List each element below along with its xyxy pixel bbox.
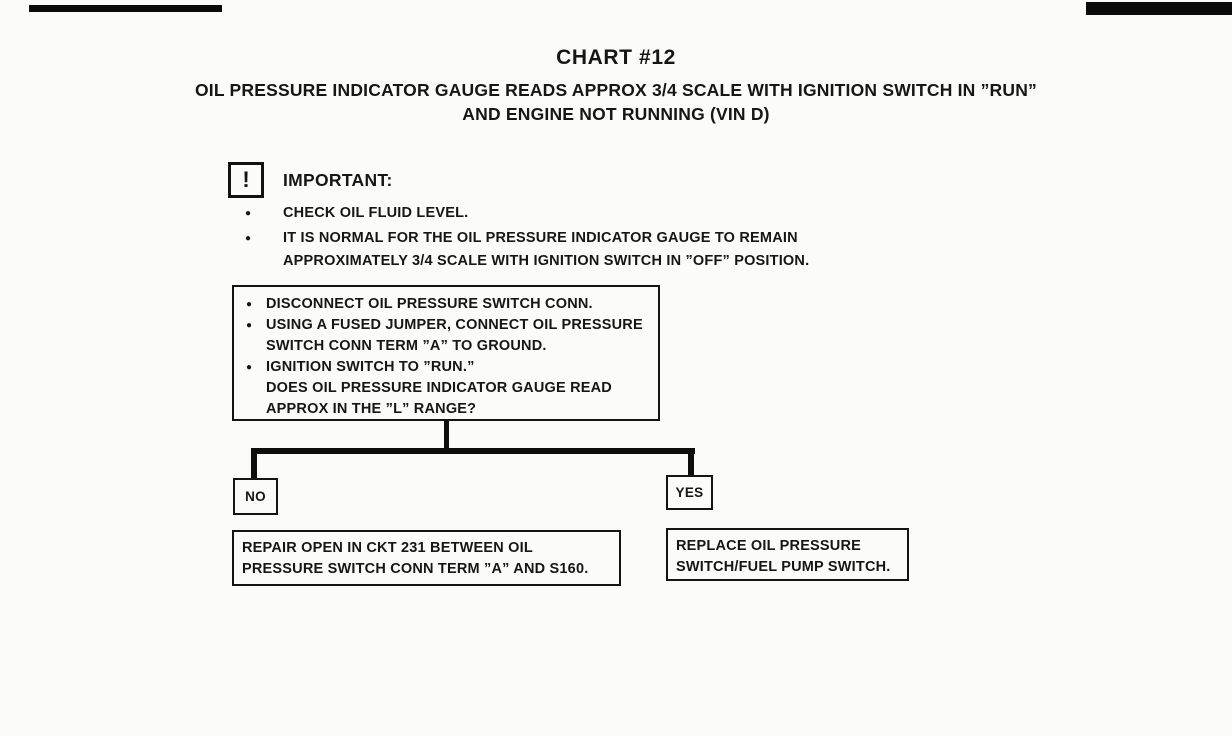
connector-horizontal-bar (251, 448, 695, 454)
important-bullet: ● IT IS NORMAL FOR THE OIL PRESSURE INDI… (245, 227, 885, 274)
important-bullet-text: IT IS NORMAL FOR THE OIL PRESSURE INDICA… (283, 229, 810, 270)
bullet-icon: ● (246, 299, 253, 310)
chart-title: CHART #12 (556, 46, 676, 69)
connector-yes-drop (688, 452, 694, 477)
bullet-icon: ● (246, 362, 253, 373)
important-label: IMPORTANT: (283, 170, 393, 190)
bullet-icon: ● (245, 232, 252, 244)
decision-step-text: IGNITION SWITCH TO ”RUN.” (266, 359, 475, 375)
connector-stem (444, 420, 449, 452)
scan-artifact-top-left (29, 5, 222, 12)
decision-step: ● IGNITION SWITCH TO ”RUN.” (234, 357, 658, 378)
important-bullet: ● CHECK OIL FLUID LEVEL. (245, 202, 885, 226)
important-icon: ! (228, 162, 264, 198)
decision-step-text: USING A FUSED JUMPER, CONNECT OIL PRESSU… (266, 317, 643, 354)
repair-result-box: REPAIR OPEN IN CKT 231 BETWEEN OIL PRESS… (232, 530, 621, 586)
important-bullet-text: CHECK OIL FLUID LEVEL. (283, 205, 469, 221)
exclamation-glyph: ! (242, 167, 250, 192)
decision-question: DOES OIL PRESSURE INDICATOR GAUGE READ A… (266, 380, 612, 417)
bullet-icon: ● (245, 208, 252, 219)
yes-label: YES (675, 485, 704, 500)
decision-step-text: DISCONNECT OIL PRESSURE SWITCH CONN. (266, 296, 593, 312)
scan-artifact-top-right (1086, 2, 1232, 15)
decision-box: ● DISCONNECT OIL PRESSURE SWITCH CONN. ●… (232, 285, 660, 421)
replace-result-box: REPLACE OIL PRESSURE SWITCH/FUEL PUMP SW… (666, 528, 909, 581)
decision-step: ● USING A FUSED JUMPER, CONNECT OIL PRES… (234, 315, 658, 357)
no-box: NO (233, 478, 278, 515)
decision-step: ● DISCONNECT OIL PRESSURE SWITCH CONN. (234, 294, 658, 315)
no-label: NO (245, 489, 266, 504)
bullet-icon: ● (246, 320, 253, 331)
important-bullet-list: ● CHECK OIL FLUID LEVEL. ● IT IS NORMAL … (245, 202, 885, 275)
yes-box: YES (666, 475, 713, 510)
connector-no-drop (251, 452, 257, 479)
chart-subtitle: OIL PRESSURE INDICATOR GAUGE READS APPRO… (194, 80, 1037, 124)
